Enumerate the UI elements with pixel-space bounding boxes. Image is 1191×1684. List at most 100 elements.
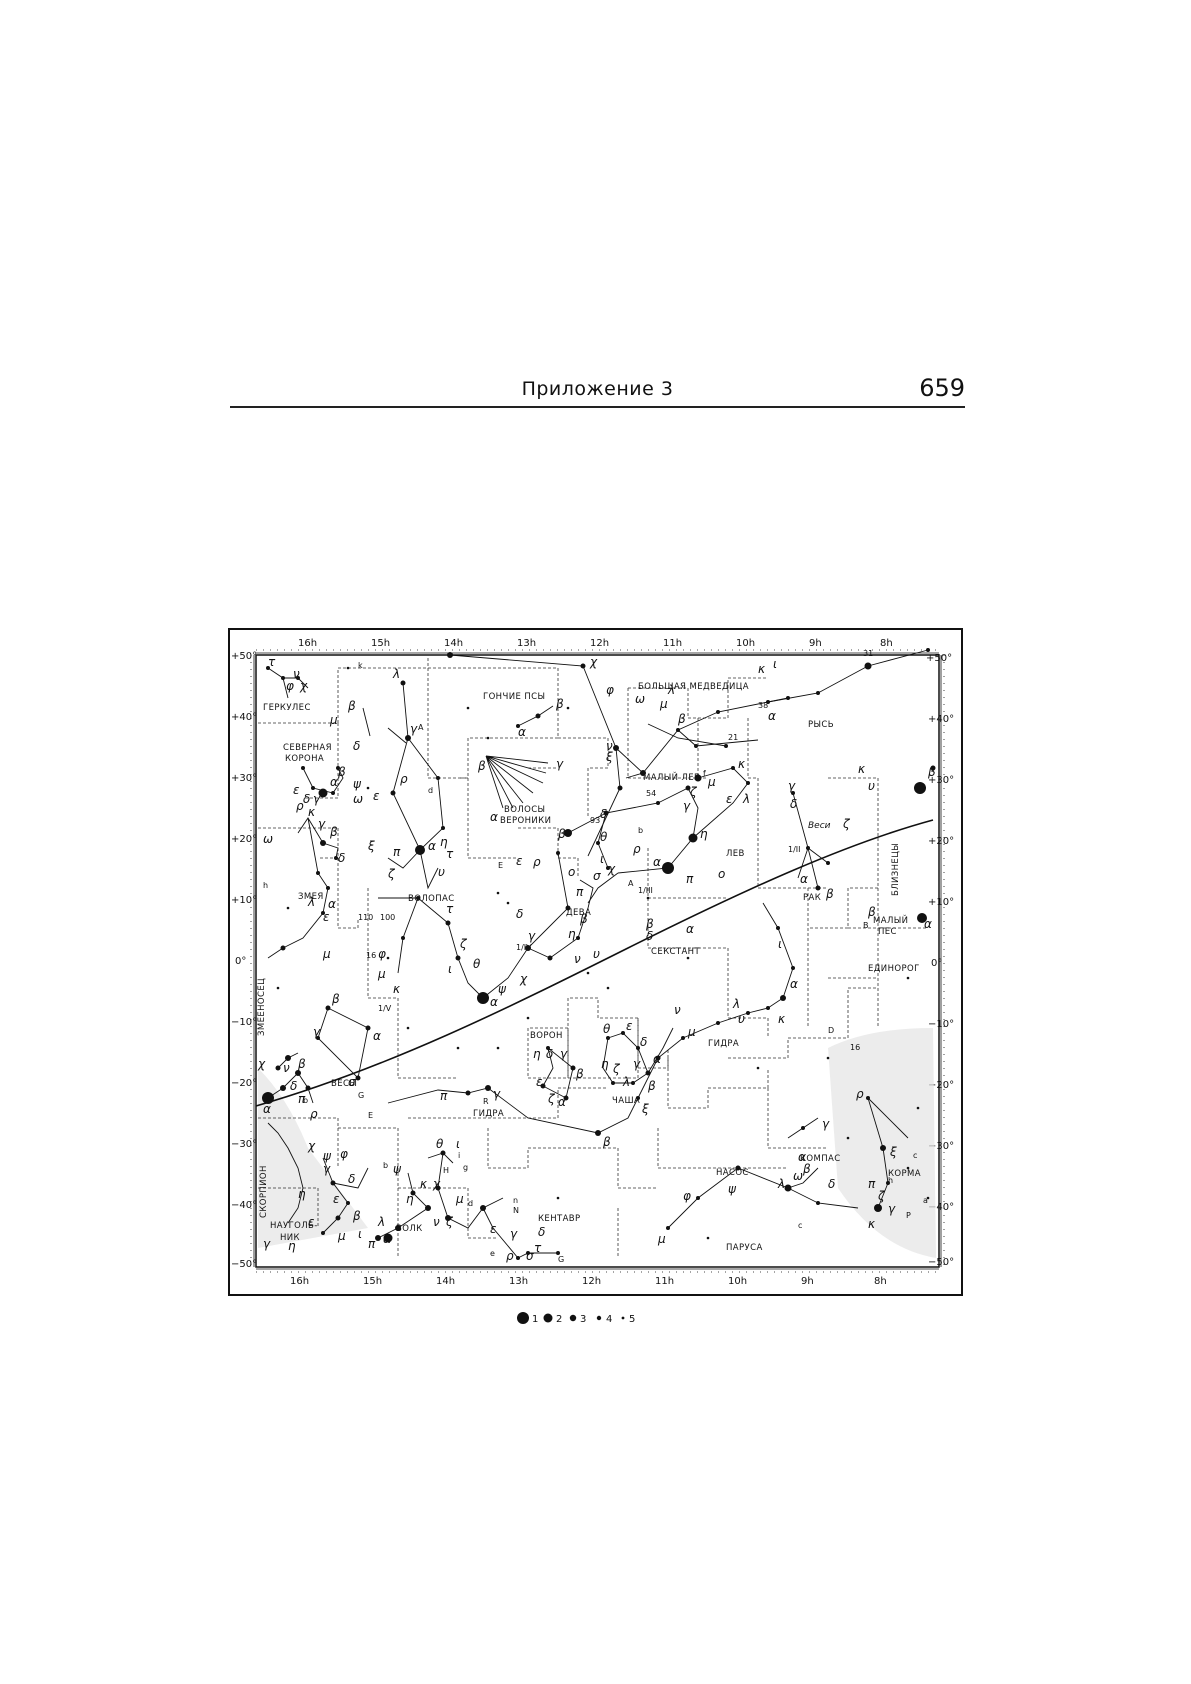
label-corona-2: КОРОНА	[285, 754, 324, 764]
g-pyx-beta: β	[802, 1162, 811, 1176]
ra-top-11h: 11h	[663, 638, 682, 649]
g-lib-beta: β	[331, 992, 340, 1006]
ra-bottom-11h: 11h	[655, 1276, 674, 1287]
g-crv-beta: β	[575, 1067, 584, 1081]
g-vir-delta: δ	[516, 907, 523, 921]
g-pup-xi: ξ	[889, 1145, 897, 1159]
g-vir-psi: ψ	[498, 982, 507, 996]
g-crv-delta: δ	[546, 1047, 553, 1061]
g-her-tau: τ	[268, 655, 276, 669]
g-leo-chi: χ	[607, 862, 616, 876]
l-B: B	[863, 921, 869, 930]
g-vir-theta: θ	[473, 957, 481, 971]
g-crb-gamma: γ	[313, 792, 321, 806]
g-sex-delta: δ	[646, 929, 653, 943]
g-leo-epsilon: ε	[726, 792, 733, 806]
constellation-boundaries	[258, 658, 928, 1258]
g-ursa-xi: ξ	[605, 750, 613, 764]
page-number: 659	[919, 374, 965, 402]
g-sco-rho: ρ	[310, 1107, 318, 1121]
ra-top-14h: 14h	[444, 638, 463, 649]
g-cen-delta: δ	[538, 1225, 545, 1239]
label-lupus: ВОЛК	[396, 1224, 423, 1234]
g-cen-rho: ρ	[506, 1249, 514, 1263]
ra-bottom-13h: 13h	[509, 1276, 528, 1287]
dec-right-m50: −50°	[928, 1257, 954, 1268]
g-oph-nu: ν	[283, 1061, 290, 1075]
ra-top-12h: 12h	[590, 638, 609, 649]
label-corvus: ВОРОН	[530, 1031, 563, 1041]
label-canis-minor-1: МАЛЫЙ	[873, 914, 908, 926]
l-a: a	[923, 1196, 928, 1205]
ra-top-10h: 10h	[736, 638, 755, 649]
g-crt-gamma: γ	[633, 1057, 641, 1071]
ra-top-15h: 15h	[371, 638, 390, 649]
label-bootes: ВОЛОПАС	[408, 894, 455, 904]
g-sco-pi: π	[298, 1092, 306, 1106]
g-lyn-alpha: α	[768, 709, 776, 723]
g-leo-delta: δ	[600, 807, 607, 821]
ra-top-8h: 8h	[880, 638, 893, 649]
g-lup-psi: ψ	[323, 1149, 332, 1163]
g-vel-omega: ω	[793, 1169, 803, 1183]
g-boo-beta: β	[347, 699, 356, 713]
g-vir-omicron: ο	[568, 865, 575, 879]
dec-left-m40: −40°	[231, 1200, 257, 1211]
l-E: E	[498, 861, 503, 870]
label-centaurus: КЕНТАВР	[538, 1214, 581, 1224]
star-chart: 16h 15h 14h 13h 12h 11h 10h 9h 8h 16h 15…	[228, 628, 963, 1296]
g-vir-kappa: κ	[393, 982, 401, 996]
l-R: R	[483, 1097, 489, 1106]
l-d: d	[428, 786, 433, 795]
l-b3: b	[303, 1096, 308, 1105]
g-ursa-lambda: λ	[667, 683, 675, 697]
g-cnc-delta: δ	[790, 797, 797, 811]
dec-right-m30: −30°	[928, 1141, 954, 1152]
g-vir-alpha: α	[490, 995, 498, 1009]
dec-left-0: 0°	[235, 956, 246, 967]
ann-31: 31	[863, 649, 873, 658]
ra-bottom-8h: 8h	[874, 1276, 887, 1287]
l-n: n	[513, 1196, 518, 1205]
g-pyx-alpha: α	[798, 1150, 806, 1164]
label-corona-1: СЕВЕРНАЯ	[283, 743, 332, 753]
legend-label-5: 5	[629, 1314, 635, 1325]
label-scorpius: СКОРПИОН	[259, 1165, 269, 1218]
l-f: f	[703, 769, 706, 778]
g-ser-epsilon: ε	[323, 910, 330, 924]
ra-top-13h: 13h	[517, 638, 536, 649]
g-hya-lambda: λ	[732, 997, 740, 1011]
g-nor-epsilon: ε	[308, 1215, 315, 1229]
g-her-chi: χ	[299, 679, 308, 693]
g-hya-pi: π	[440, 1089, 448, 1103]
g-leo-eta: η	[700, 827, 708, 841]
ann-38: 38	[758, 701, 768, 710]
g-ursa-phi: φ	[606, 683, 614, 697]
ann-16b: 16	[850, 1043, 860, 1052]
g-vir-pi: π	[576, 885, 584, 899]
g-hya-gamma: γ	[493, 1087, 501, 1101]
g-pup-pi: π	[868, 1177, 876, 1191]
g-boo-upsilon: υ	[438, 865, 445, 879]
g-ser-gamma: γ	[318, 817, 326, 831]
g-lup-alpha: α	[383, 1232, 391, 1246]
legend-dot-4	[596, 1315, 602, 1321]
section-title: Приложение 3	[521, 378, 674, 400]
g-cnc-alpha: α	[800, 872, 808, 886]
g-cen-tau: τ	[534, 1241, 542, 1255]
g-vel-phi: φ	[683, 1189, 691, 1203]
g-cen-gamma: γ	[510, 1227, 518, 1241]
g-com-alpha: α	[490, 810, 498, 824]
g-lup-beta: β	[352, 1209, 361, 1223]
g-cen-epsilon: ε	[490, 1222, 497, 1236]
l-c: c	[798, 1221, 802, 1230]
dec-right-m40: −40°	[928, 1202, 954, 1213]
l-H: H	[443, 1166, 449, 1175]
g-ursa-kappa: κ	[758, 662, 766, 676]
g-hya-beta: β	[602, 1135, 611, 1149]
g-ursa-mu: μ	[659, 697, 668, 711]
g-ser-lambda: λ	[307, 895, 315, 909]
l-E2: E	[368, 1111, 373, 1120]
g-cnc-gamma: γ	[788, 779, 796, 793]
g-vel-lambda: λ	[777, 1177, 785, 1191]
